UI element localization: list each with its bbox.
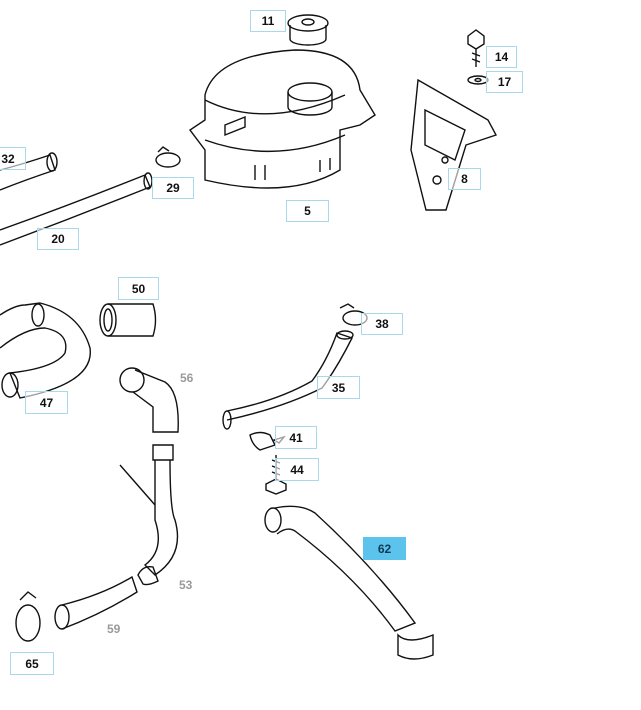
clamp-29-part bbox=[155, 146, 181, 168]
callout-38[interactable]: 38 bbox=[361, 313, 403, 335]
callout-56[interactable]: 56 bbox=[180, 371, 194, 385]
hose-47-part bbox=[0, 302, 91, 399]
callout-17[interactable]: 17 bbox=[486, 71, 523, 93]
callout-50[interactable]: 50 bbox=[118, 277, 159, 300]
sleeve-50-part bbox=[99, 303, 157, 337]
callout-29[interactable]: 29 bbox=[152, 177, 194, 199]
hose-62-part bbox=[264, 505, 434, 660]
callout-65[interactable]: 65 bbox=[10, 652, 54, 675]
callout-44[interactable]: 44 bbox=[275, 458, 319, 481]
callout-62-selected[interactable]: 62 bbox=[363, 537, 406, 560]
hose-59-part bbox=[54, 575, 138, 630]
callout-41[interactable]: 41 bbox=[275, 426, 317, 449]
callout-8[interactable]: 8 bbox=[448, 168, 481, 190]
elbow-56-part bbox=[119, 367, 179, 433]
hose-35-part bbox=[222, 330, 354, 430]
callout-59[interactable]: 59 bbox=[107, 622, 121, 636]
hose-53-part bbox=[119, 444, 179, 586]
callout-5[interactable]: 5 bbox=[286, 200, 329, 222]
clamp-65-part bbox=[15, 591, 41, 642]
callout-14[interactable]: 14 bbox=[486, 46, 517, 68]
callout-32[interactable]: 32 bbox=[0, 147, 26, 170]
callout-35[interactable]: 35 bbox=[317, 376, 360, 399]
radiator-cap-part bbox=[287, 14, 329, 46]
callout-20[interactable]: 20 bbox=[37, 228, 79, 250]
callout-47[interactable]: 47 bbox=[25, 391, 68, 414]
bracket-part bbox=[410, 78, 498, 211]
bolt-part bbox=[467, 29, 489, 85]
callout-53[interactable]: 53 bbox=[179, 578, 193, 592]
expansion-tank-part bbox=[188, 49, 376, 189]
callout-11[interactable]: 11 bbox=[250, 10, 286, 32]
